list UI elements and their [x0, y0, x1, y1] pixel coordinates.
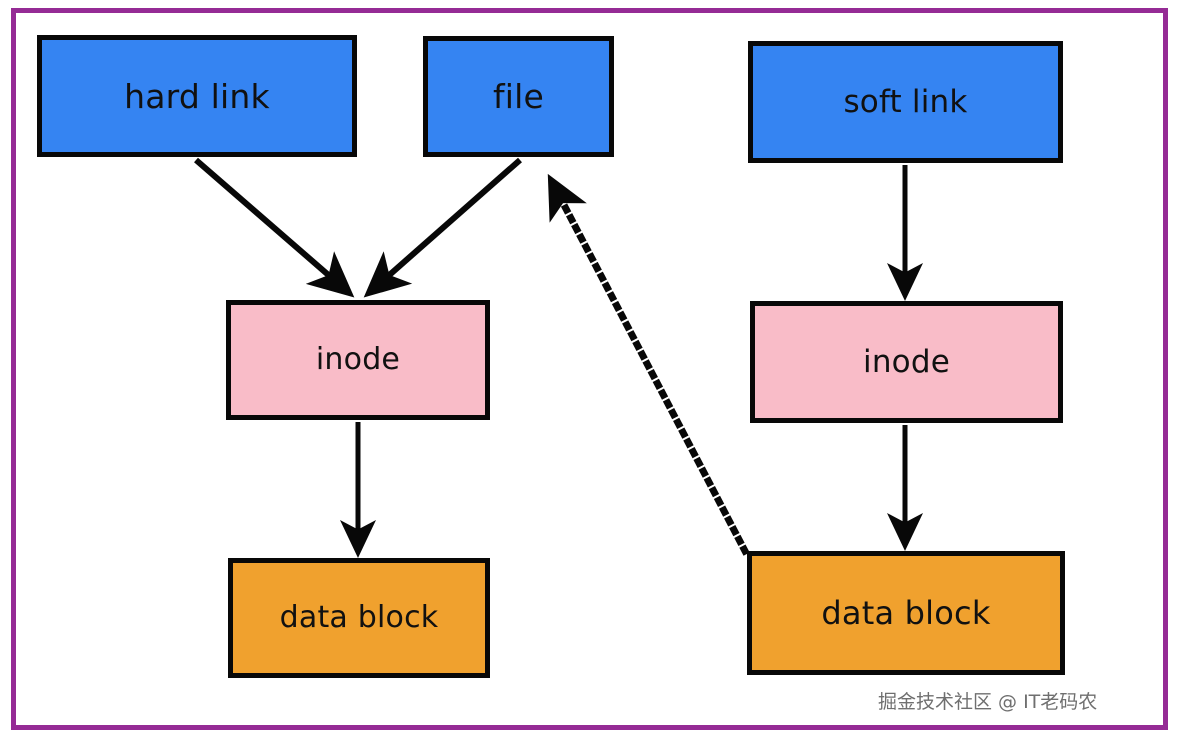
edge-hard-link-to-inode: [194, 157, 355, 298]
node-inode-right-label: inode: [863, 343, 950, 380]
node-soft-link[interactable]: soft link: [748, 41, 1063, 163]
node-inode-left-label: inode: [315, 342, 401, 377]
node-hard-link[interactable]: hard link: [37, 35, 357, 157]
node-file[interactable]: file: [423, 36, 614, 157]
node-hard-link-label: hard link: [124, 76, 270, 116]
edge-data-right-to-file: [547, 173, 750, 556]
edge-file-to-inode: [363, 157, 522, 298]
node-data-block-right-label: data block: [821, 594, 991, 632]
watermark-text: 掘金技术社区 @ IT老码农: [878, 691, 1098, 713]
node-soft-link-label: soft link: [843, 83, 968, 120]
node-data-block-left-label: data block: [279, 600, 439, 635]
node-inode-right[interactable]: inode: [750, 301, 1063, 423]
node-data-block-right[interactable]: data block: [747, 551, 1065, 675]
node-file-label: file: [492, 77, 545, 116]
node-data-block-left[interactable]: data block: [228, 558, 490, 678]
node-inode-left[interactable]: inode: [226, 300, 490, 420]
